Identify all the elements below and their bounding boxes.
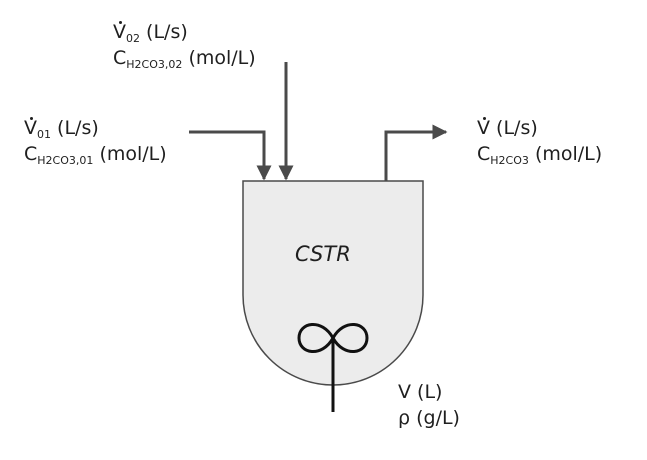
inlet-01-conc-subscript: H2CO3,01 [37, 154, 94, 167]
outlet-stream-arrow [384, 124, 448, 181]
inlet-01-stream-arrow [189, 130, 272, 181]
outlet-flow-unit: (L/s) [496, 117, 538, 139]
outlet-conc-subscript: H2CO3 [490, 154, 529, 167]
reactor-tank [242, 180, 424, 386]
inlet-02-flow-unit: (L/s) [146, 21, 188, 43]
reactor-density-label: ρ (g/L) [398, 407, 460, 429]
outlet-conc-unit: (mol/L) [534, 143, 603, 165]
outlet-flow-symbol: V [477, 117, 490, 139]
inlet-02-concentration-label: CH2CO3,02 (mol/L) [113, 46, 256, 70]
reactor-volume-label: V (L) [398, 381, 443, 403]
outlet-concentration-label: CH2CO3 (mol/L) [477, 142, 602, 166]
inlet-02-conc-symbol: C [113, 47, 127, 69]
outlet-conc-symbol: C [477, 143, 491, 165]
inlet-01-conc-unit: (mol/L) [99, 143, 167, 165]
inlet-02-flow-subscript: 02 [126, 32, 140, 45]
inlet-02-conc-subscript: H2CO3,02 [126, 58, 183, 71]
reactor-name-label: CSTR [295, 242, 351, 266]
inlet-01-conc-symbol: C [24, 143, 38, 165]
inlet-01-flow-label: V01 (L/s) [24, 116, 99, 140]
inlet-01-flow-symbol: V [24, 117, 37, 139]
outlet-flow-label: V (L/s) [477, 116, 538, 140]
inlet-02-conc-unit: (mol/L) [188, 47, 256, 69]
inlet-01-concentration-label: CH2CO3,01 (mol/L) [24, 142, 167, 166]
inlet-01-flow-unit: (L/s) [57, 117, 99, 139]
inlet-02-flow-symbol: V [113, 21, 126, 43]
stirrer-impeller-icon [297, 323, 369, 353]
inlet-02-flow-label: V02 (L/s) [113, 20, 188, 44]
inlet-01-flow-subscript: 01 [37, 128, 51, 141]
